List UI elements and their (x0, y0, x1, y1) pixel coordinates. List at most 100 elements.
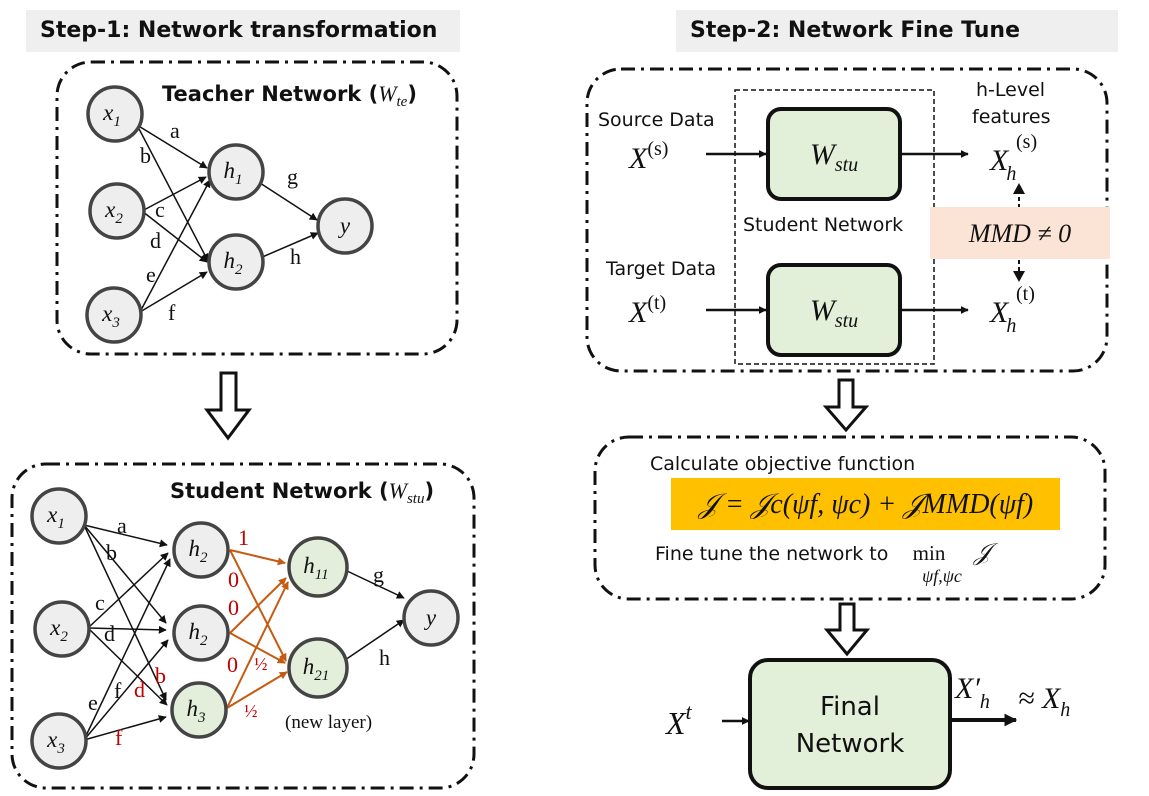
student-nodes (30, 487, 460, 770)
target-feature-sup: (t) (1016, 283, 1035, 305)
edge-x3-h2 (139, 271, 208, 313)
student-node-hC (170, 681, 228, 739)
source-feature-symbol: Xh (989, 144, 1016, 185)
teacher-edges (136, 124, 319, 313)
mmd-box (930, 207, 1110, 259)
edge-h2-y (259, 232, 319, 259)
student-node-h11-label: h11 (303, 553, 328, 583)
student-weight-label-1: 1 (238, 525, 249, 550)
down-arrow-step1 (204, 371, 252, 441)
student-edge-label-h: h (379, 645, 390, 670)
finetune-min-sub: ψf,ψc (922, 566, 962, 586)
final-network-line1: Final (820, 692, 880, 722)
student-weight-label-half-a: ½ (254, 654, 268, 674)
student-edge-label-d: d (104, 621, 115, 646)
student-network-label: Student Network (743, 214, 903, 236)
finetune-text: Fine tune the network to (655, 543, 888, 565)
student-node-y (402, 589, 460, 647)
student-node-y-label: y (424, 605, 437, 630)
objective-panel (593, 435, 1107, 601)
student-node-h21 (287, 637, 349, 699)
step2-arrows (706, 150, 969, 314)
student-node-x3-label: x3 (46, 727, 65, 757)
edge-x1-h2 (136, 124, 209, 262)
objective-formula-box (671, 478, 1060, 530)
student-node-x2 (33, 600, 91, 658)
teacher-node-h1 (207, 143, 265, 201)
student-model-box-source (766, 107, 902, 201)
teacher-node-h2-label: h2 (224, 248, 244, 278)
student-node-hB (172, 604, 230, 662)
teacher-edge-label-a: a (170, 118, 180, 143)
teacher-node-x1-label: x1 (102, 100, 121, 130)
final-network-box (748, 658, 952, 790)
student-edge-label-a: a (117, 513, 127, 538)
teacher-node-x2-label: x2 (104, 197, 123, 227)
teacher-node-x3 (85, 286, 143, 344)
student-title: Student Network (Wstu) (170, 478, 434, 507)
edge-x2-h1 (141, 176, 207, 212)
student-node-hA (172, 521, 230, 579)
teacher-node-y (316, 197, 374, 255)
student-red-label-d: d (134, 677, 145, 702)
target-data-label: Target Data (605, 258, 716, 280)
student-weight-label-0a: 0 (228, 567, 239, 592)
student-node-hA-label: h2 (189, 536, 209, 566)
student-model-target-label: Wstu (810, 294, 858, 332)
teacher-node-y-label: y (338, 213, 351, 238)
teacher-title: Teacher Network (Wte) (162, 81, 417, 110)
teacher-node-h2 (207, 233, 265, 291)
student-weight-label-0b: 0 (228, 595, 239, 620)
student-node-hB-label: h2 (189, 619, 209, 649)
edge-x1-h1 (136, 124, 208, 169)
teacher-edge-label-e: e (146, 262, 156, 287)
hlevel-label-2: features (972, 106, 1051, 128)
student-node-x1-label: x1 (46, 502, 65, 532)
down-arrow-step2-b (823, 602, 871, 657)
teacher-edge-label-h: h (290, 244, 301, 269)
new-layer-label: (new layer) (285, 712, 372, 733)
student-red-label-b: b (155, 663, 166, 688)
objective-formula: 𝒥 = 𝒥c(ψf, ψc) + 𝒥MMD(ψf) (697, 489, 1034, 520)
student-weight-label-0c: 0 (227, 652, 238, 677)
edge-x3-h1 (139, 179, 211, 313)
student-model-box-target (766, 263, 902, 357)
source-feature-sup: (s) (1016, 131, 1037, 153)
down-arrow-step2-a (822, 378, 870, 433)
student-edge-label-c: c (95, 590, 105, 615)
student-weight-label-half-b: ½ (244, 701, 258, 721)
student-edge-label-f: f (114, 678, 122, 703)
student-edge-label-g: g (373, 562, 384, 587)
student-node-h11 (287, 536, 349, 598)
teacher-nodes (85, 85, 374, 344)
finetune-j: 𝒥 (973, 540, 999, 566)
mmd-arrow-down (1013, 271, 1025, 282)
student-edge-label-e: e (88, 690, 98, 715)
source-data-symbol: X(s) (628, 138, 668, 175)
student-orange-edges (226, 549, 289, 709)
student-red-label-f: f (115, 725, 123, 750)
teacher-node-x3-label: x3 (101, 301, 120, 331)
teacher-node-x2 (88, 182, 146, 240)
target-feature-symbol: Xh (989, 296, 1016, 337)
final-approx: ≈ Xh (1018, 682, 1070, 721)
teacher-edge-label-d: d (150, 228, 161, 253)
teacher-edge-label-b: b (140, 143, 151, 168)
teacher-panel (55, 60, 459, 356)
mmd-label: MMD ≠ 0 (968, 219, 1071, 248)
student-node-x1 (30, 487, 88, 545)
student-node-x2-label: x2 (49, 615, 68, 645)
mmd-arrow-up (1013, 183, 1025, 194)
teacher-node-x1 (86, 85, 144, 143)
finetune-min: min (913, 541, 946, 565)
teacher-edge-label-c: c (155, 197, 165, 222)
final-network-line2: Network (796, 729, 905, 759)
source-data-label: Source Data (598, 109, 715, 131)
student-node-h21-label: h21 (303, 654, 330, 684)
teacher-node-h1-label: h1 (224, 158, 243, 188)
teacher-edge-label-f: f (168, 300, 176, 325)
edge-h1-y (259, 182, 318, 221)
teacher-edge-label-g: g (287, 164, 298, 189)
step2-header: Step-2: Network Fine Tune (676, 10, 1118, 52)
